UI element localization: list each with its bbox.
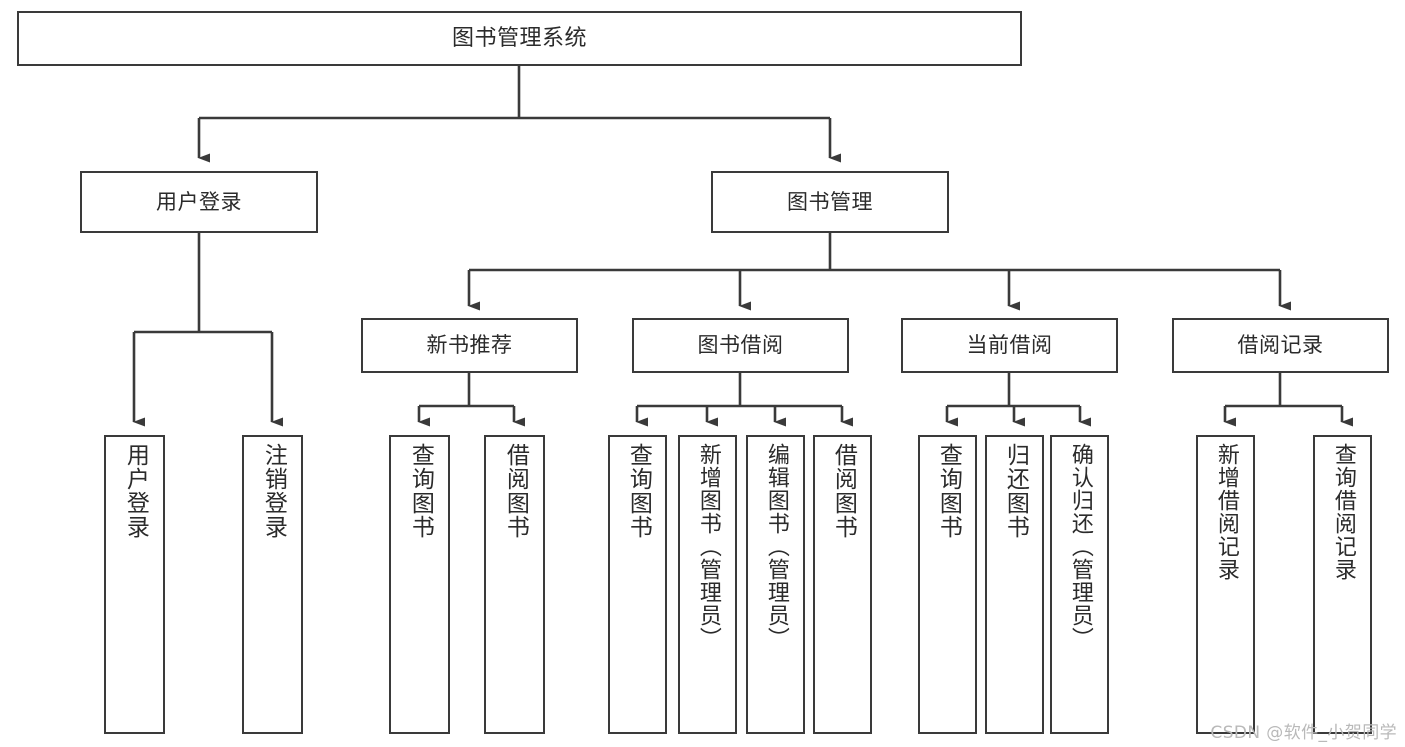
node-leaf-logout-login[interactable]: 注销登录 [242,435,303,734]
node-leaf-add-book[interactable]: 新增图书（管理员） [678,435,737,734]
node-leaf-return-book[interactable]: 归还图书 [985,435,1044,734]
node-user-login[interactable]: 用户登录 [80,171,318,233]
node-label: 借阅图书 [502,443,529,539]
node-borrow-record[interactable]: 借阅记录 [1172,318,1389,373]
node-root-system[interactable]: 图书管理系统 [17,11,1022,66]
node-label: 查询图书 [407,443,434,539]
node-label: 用户登录 [122,443,149,539]
node-label: 确认归还（管理员） [1067,443,1093,650]
node-label: 编辑图书（管理员） [763,443,789,650]
node-new-book-recommend[interactable]: 新书推荐 [361,318,578,373]
node-book-borrow[interactable]: 图书借阅 [632,318,849,373]
node-label: 查询图书 [625,443,652,539]
node-label: 新增借阅记录 [1213,443,1239,581]
node-label: 新书推荐 [426,333,513,358]
node-leaf-add-record[interactable]: 新增借阅记录 [1196,435,1255,734]
node-leaf-confirm-return[interactable]: 确认归还（管理员） [1050,435,1109,734]
node-label: 图书借阅 [697,333,784,358]
node-leaf-query-book-2[interactable]: 查询图书 [608,435,667,734]
node-label: 借阅记录 [1237,333,1324,358]
node-label: 当前借阅 [966,333,1053,358]
node-leaf-borrow-book-1[interactable]: 借阅图书 [484,435,545,734]
node-book-manage[interactable]: 图书管理 [711,171,949,233]
node-label: 借阅图书 [830,443,857,539]
node-label: 图书管理系统 [451,25,587,51]
node-label: 新增图书（管理员） [695,443,721,650]
node-leaf-query-record[interactable]: 查询借阅记录 [1313,435,1372,734]
node-leaf-edit-book[interactable]: 编辑图书（管理员） [746,435,805,734]
node-label: 用户登录 [156,189,242,214]
node-label: 查询借阅记录 [1330,443,1356,581]
node-label: 注销登录 [260,443,287,539]
node-current-borrow[interactable]: 当前借阅 [901,318,1118,373]
node-leaf-borrow-book-2[interactable]: 借阅图书 [813,435,872,734]
node-leaf-query-book-3[interactable]: 查询图书 [918,435,977,734]
node-label: 查询图书 [935,443,962,539]
csdn-watermark: CSDN @软件_小贺同学 [1210,723,1397,743]
node-label: 归还图书 [1002,443,1029,539]
node-leaf-user-login[interactable]: 用户登录 [104,435,165,734]
node-leaf-query-book-1[interactable]: 查询图书 [389,435,450,734]
node-label: 图书管理 [787,189,873,214]
